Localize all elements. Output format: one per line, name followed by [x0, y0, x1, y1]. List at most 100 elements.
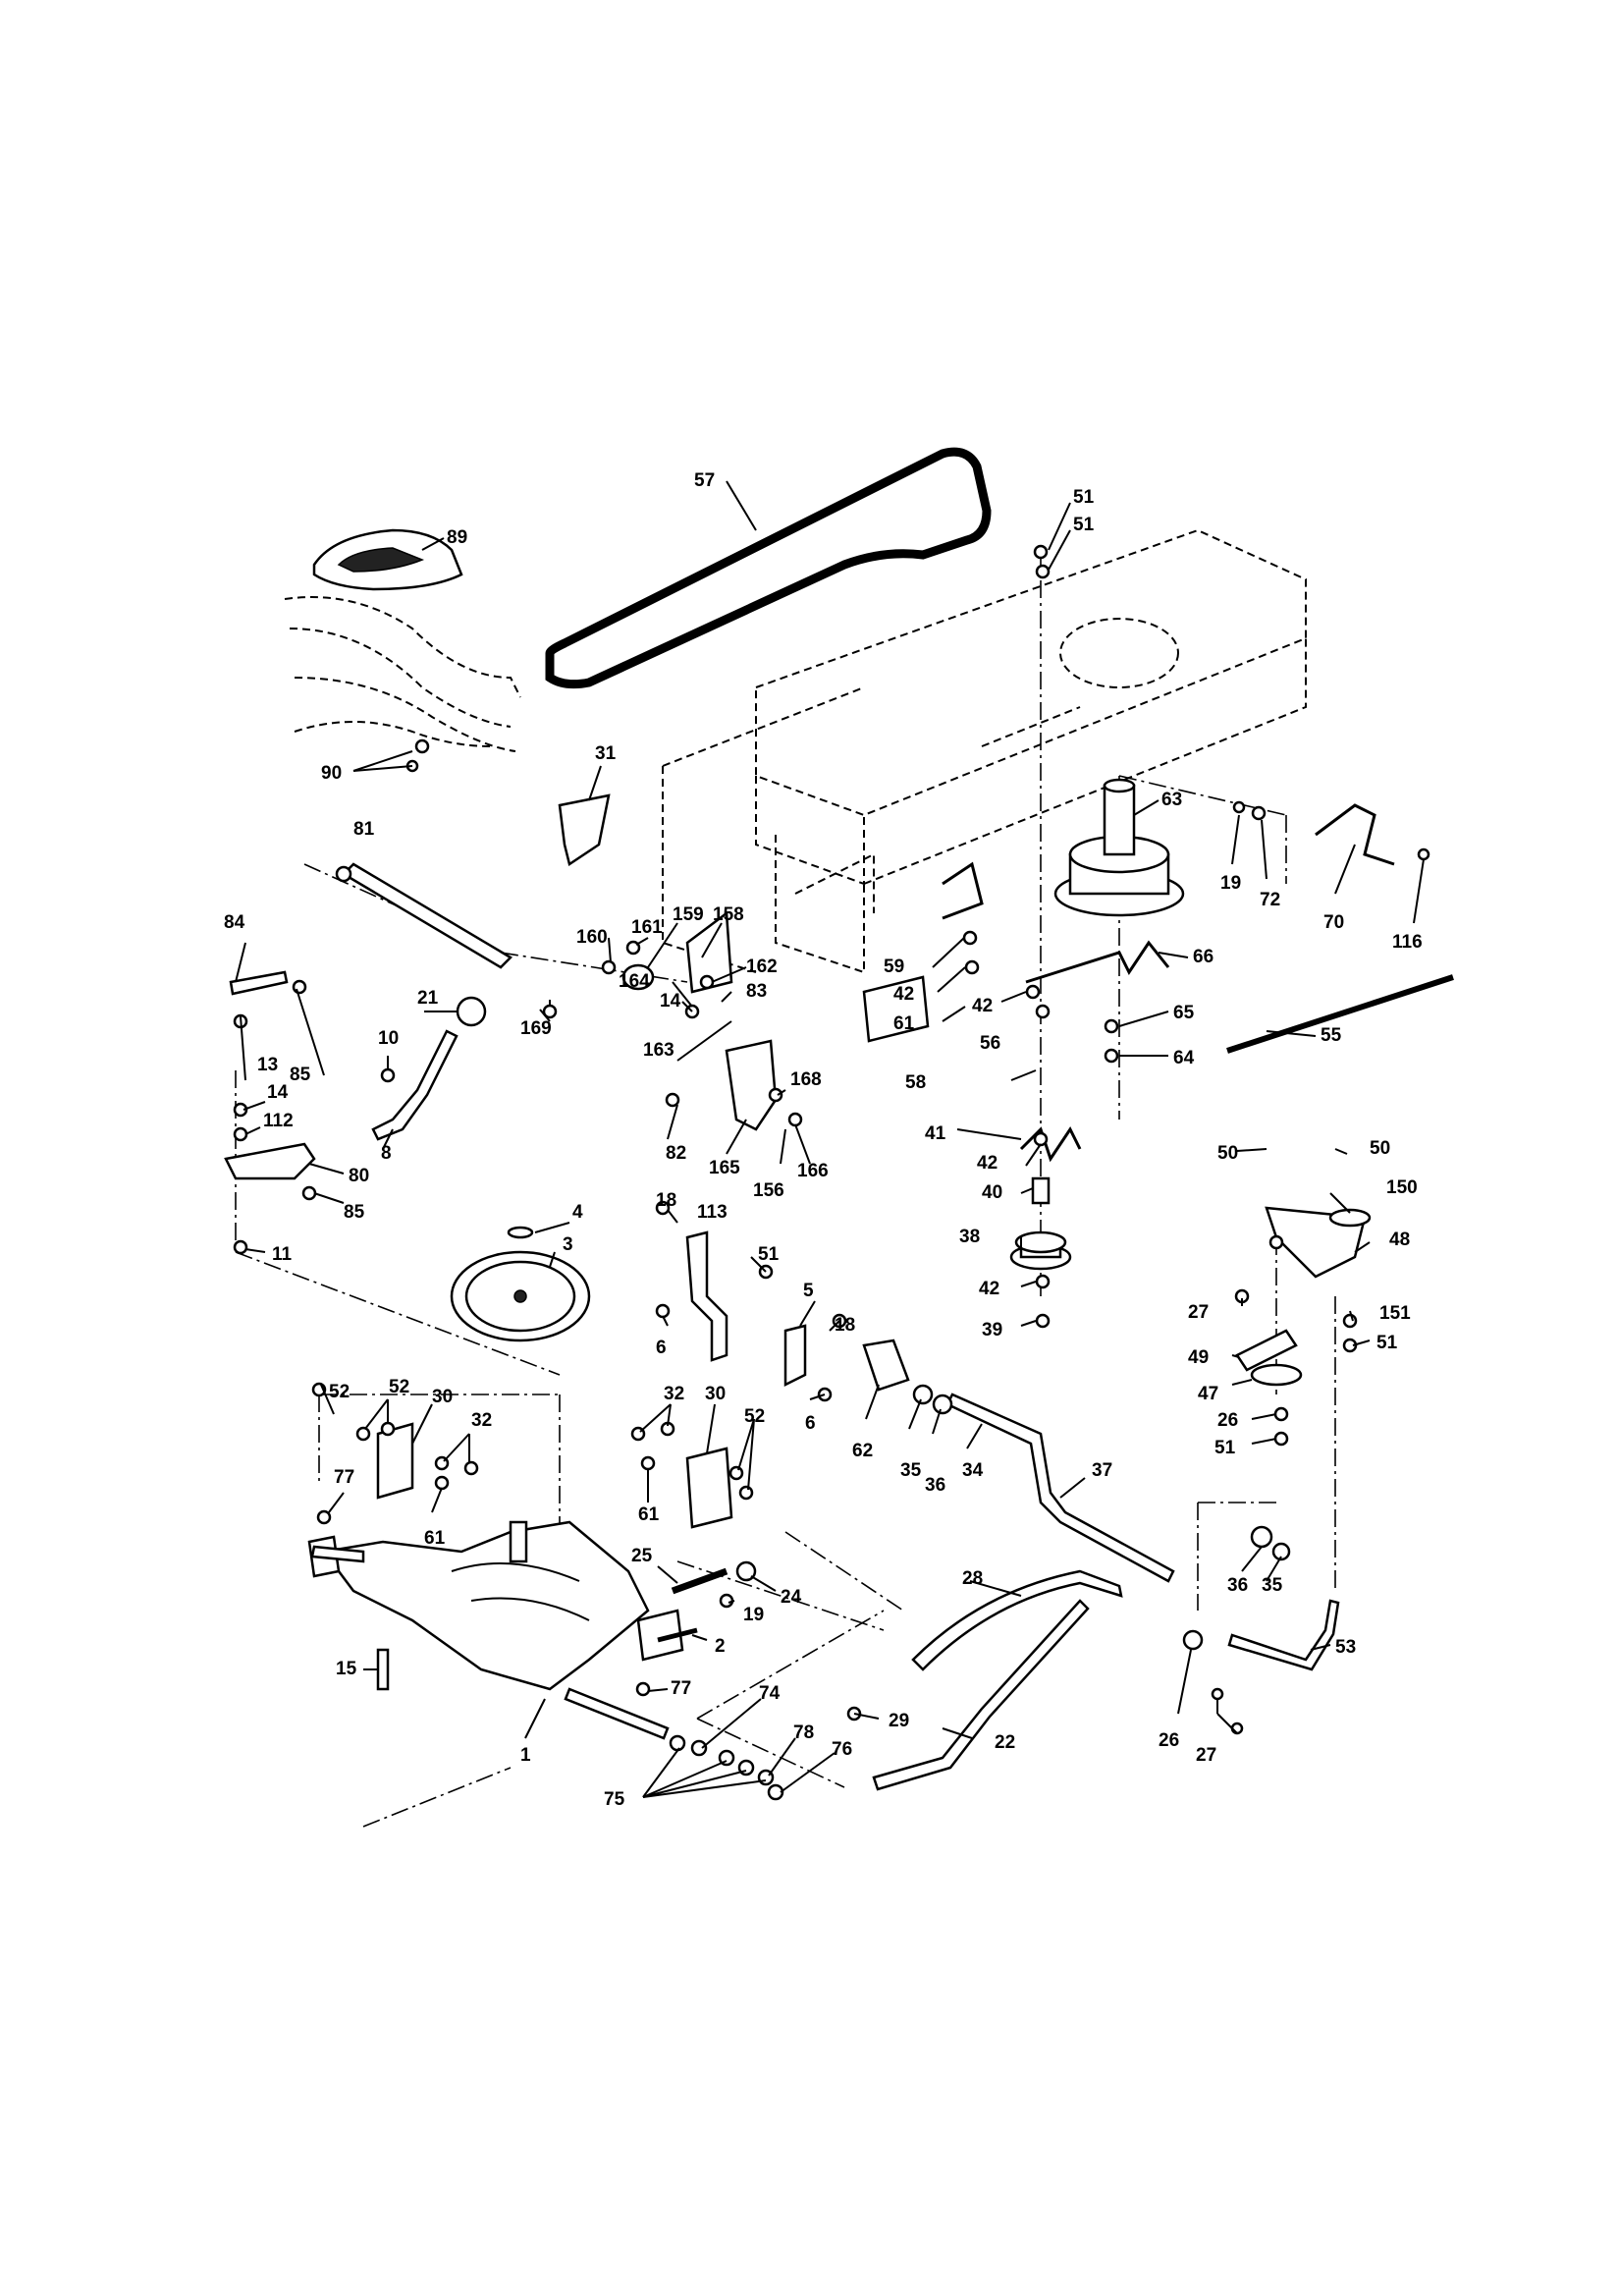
callout-82: 82 [666, 1143, 686, 1164]
callout-83: 83 [746, 981, 767, 1002]
callout-85: 85 [290, 1065, 311, 1085]
callout-64: 64 [1173, 1048, 1195, 1068]
rod-34 [945, 1393, 1175, 1583]
callout-27: 27 [1188, 1302, 1209, 1323]
callout-166: 166 [797, 1161, 829, 1181]
bracket-80 [224, 1142, 316, 1180]
washer-150 [1328, 1208, 1372, 1228]
callout-42: 42 [977, 1153, 998, 1174]
spring-55 [1226, 974, 1454, 1054]
callout-42: 42 [979, 1279, 999, 1299]
leader-lines [235, 480, 1425, 1798]
callout-90: 90 [321, 763, 342, 784]
callout-61: 61 [638, 1504, 660, 1525]
spacer-40 [1031, 1176, 1051, 1205]
callout-40: 40 [982, 1182, 1002, 1203]
callout-36: 36 [1227, 1575, 1248, 1596]
plate-30-right [685, 1447, 733, 1529]
callout-32: 32 [664, 1384, 684, 1404]
assembly-lines [235, 550, 1336, 1828]
callout-70: 70 [1323, 912, 1344, 933]
drive-belt [545, 447, 992, 689]
pulley-47 [1250, 1363, 1303, 1387]
bracket-70 [1315, 803, 1395, 866]
callout-52: 52 [389, 1377, 409, 1397]
callout-36: 36 [925, 1475, 945, 1496]
callout-61: 61 [893, 1013, 915, 1034]
callout-89: 89 [447, 527, 467, 548]
callout-164: 164 [619, 971, 650, 992]
callout-30: 30 [705, 1384, 726, 1404]
callout-39: 39 [982, 1320, 1002, 1340]
callout-78: 78 [793, 1722, 814, 1743]
callout-25: 25 [631, 1546, 653, 1566]
callout-56: 56 [980, 1033, 1000, 1054]
callout-6: 6 [656, 1338, 667, 1358]
bracket-5 [783, 1324, 807, 1388]
callout-161: 161 [631, 917, 663, 938]
callout-14: 14 [660, 991, 681, 1011]
callout-85: 85 [344, 1202, 365, 1223]
idler-arm-66 [1025, 940, 1170, 984]
spacer-62 [862, 1339, 910, 1392]
callout-42: 42 [972, 996, 993, 1016]
callout-41: 41 [925, 1123, 946, 1144]
shift-arm-84 [229, 970, 289, 996]
callout-50: 50 [1370, 1138, 1390, 1159]
callout-165: 165 [709, 1158, 740, 1178]
callout-159: 159 [673, 904, 704, 925]
callout-158: 158 [713, 904, 744, 925]
tractor-frame [662, 528, 1307, 974]
axle-left [310, 1545, 365, 1563]
callout-51: 51 [1073, 487, 1095, 508]
callout-116: 116 [1392, 932, 1423, 953]
callout-77: 77 [334, 1467, 354, 1488]
callout-31: 31 [595, 743, 617, 764]
axle-right [564, 1687, 670, 1740]
callout-168: 168 [790, 1069, 822, 1090]
spring-25 [671, 1567, 728, 1595]
callout-61: 61 [424, 1528, 446, 1549]
rod-53 [1227, 1599, 1340, 1671]
callout-1: 1 [520, 1745, 531, 1766]
bracket-113 [685, 1230, 728, 1362]
bolt-15 [376, 1648, 390, 1691]
callout-6: 6 [805, 1413, 816, 1434]
callout-27: 27 [1196, 1745, 1216, 1766]
belt-guide-31 [558, 793, 611, 867]
rod-28 [911, 1569, 1123, 1671]
callout-84: 84 [224, 912, 245, 933]
callout-52: 52 [329, 1382, 350, 1402]
callout-49: 49 [1188, 1347, 1209, 1368]
callout-28: 28 [962, 1568, 983, 1589]
callout-51: 51 [1214, 1438, 1236, 1458]
engine-pulley-63 [1053, 778, 1185, 917]
callout-53: 53 [1335, 1637, 1356, 1658]
callout-34: 34 [962, 1460, 984, 1481]
callout-80: 80 [349, 1166, 369, 1186]
callout-52: 52 [744, 1406, 765, 1427]
callout-8: 8 [381, 1143, 392, 1164]
shift-lever-8 [371, 1029, 458, 1141]
callout-74: 74 [759, 1683, 781, 1704]
bellcrank-41 [1019, 1126, 1082, 1163]
callout-30: 30 [432, 1387, 453, 1407]
callout-48: 48 [1389, 1230, 1410, 1250]
callout-26: 26 [1217, 1410, 1238, 1431]
callout-150: 150 [1386, 1177, 1418, 1198]
shift-knob-21 [456, 996, 487, 1027]
callout-32: 32 [471, 1410, 492, 1431]
callout-4: 4 [572, 1202, 583, 1223]
callout-10: 10 [378, 1028, 399, 1049]
callout-2: 2 [715, 1636, 726, 1657]
callout-3: 3 [563, 1234, 573, 1255]
bushing-159 [621, 963, 655, 991]
callout-47: 47 [1198, 1384, 1218, 1404]
callout-66: 66 [1193, 947, 1214, 967]
hood-outline [284, 596, 521, 752]
key-4 [507, 1226, 534, 1239]
rod-22 [872, 1599, 1090, 1791]
callout-62: 62 [852, 1441, 873, 1461]
plate-30-left [376, 1422, 414, 1500]
